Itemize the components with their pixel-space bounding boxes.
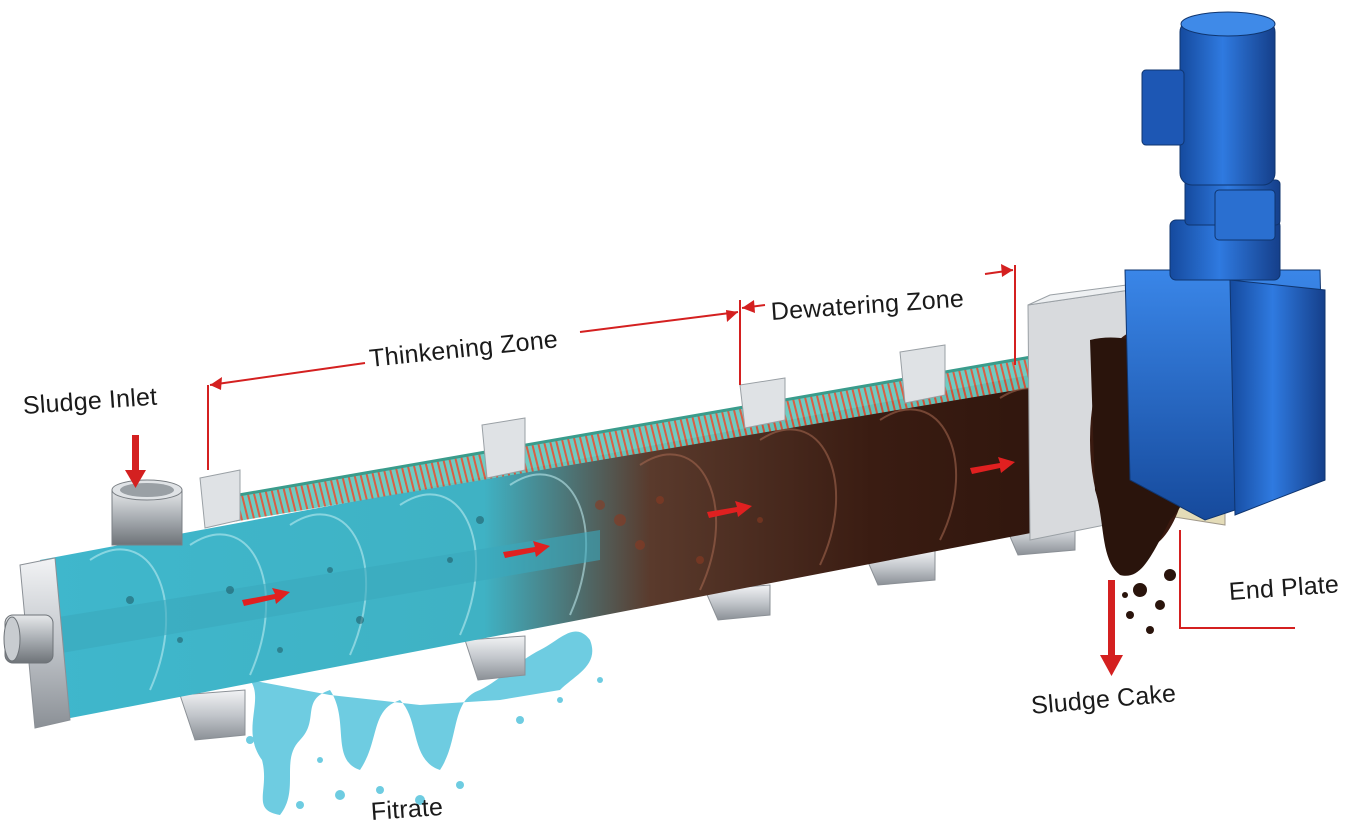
drive-motor [1124, 11, 1326, 521]
annotation-arrowheads [210, 264, 1013, 390]
annotations [207, 265, 1295, 629]
inlet-end [3, 557, 71, 729]
sludge-inlet-pipe [111, 479, 183, 546]
inlet-arrow [125, 435, 146, 488]
filtrate-label: Fitrate [370, 792, 445, 826]
flow-arrows [242, 457, 1015, 606]
mounting-feet [179, 519, 1076, 741]
divider-plates [199, 344, 946, 529]
cake-arrow [1100, 580, 1123, 676]
screw-tube [40, 343, 1150, 720]
